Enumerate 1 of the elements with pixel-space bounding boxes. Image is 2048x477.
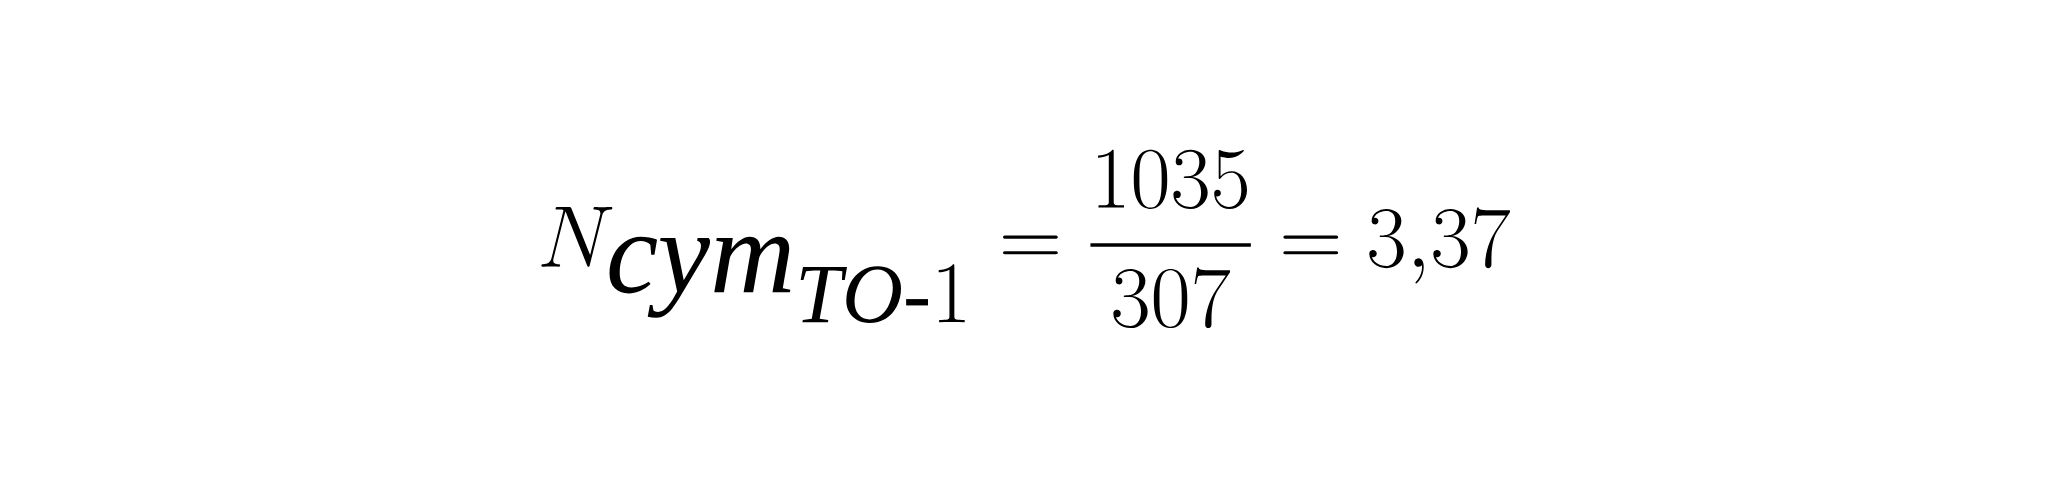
- formula: $N_{\textit{сут}_{\textit{ТО}\text{-}1}}=\dfrac{1035}{307}=3{,}37$: [541, 149, 1510, 329]
